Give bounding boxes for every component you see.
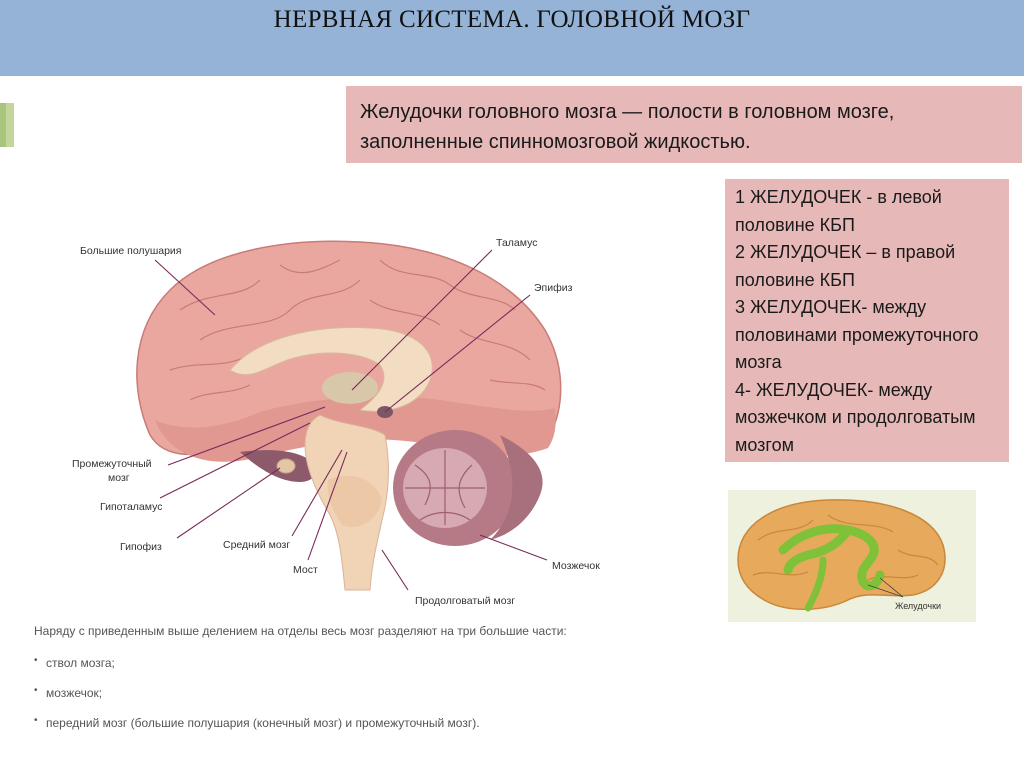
brain-diagram: Большие полушария Таламус Эпифиз Промежу…: [60, 220, 640, 620]
label-cerebellum: Мозжечок: [552, 560, 600, 572]
label-pons: Мост: [293, 564, 318, 576]
cerebellum-shape: [393, 430, 517, 546]
label-hypothalamus: Гипоталамус: [100, 501, 162, 513]
list-item: передний мозг (большие полушария (конечн…: [34, 716, 734, 730]
definition-text: Желудочки головного мозга — полости в го…: [360, 101, 894, 153]
bottom-text: Наряду с приведенным выше делением на от…: [34, 624, 734, 746]
accent-bar: [0, 103, 14, 147]
label-diencephalon: Промежуточный: [72, 458, 152, 470]
brain-parts-list: ствол мозга; мозжечок; передний мозг (бо…: [34, 656, 734, 730]
ventricle-item-4: 4- ЖЕЛУДОЧЕК- между мозжечком и продолго…: [735, 377, 999, 460]
label-hypophysis: Гипофиз: [120, 541, 162, 553]
slide-header: НЕРВНАЯ СИСТЕМА. ГОЛОВНОЙ МОЗГ: [0, 0, 1024, 76]
label-thalamus: Таламус: [496, 237, 537, 249]
list-item: мозжечок;: [34, 686, 734, 700]
label-medulla: Продолговатый мозг: [415, 595, 515, 607]
thalamus-shape: [322, 372, 378, 404]
bottom-intro: Наряду с приведенным выше делением на от…: [34, 624, 734, 638]
label-diencephalon-2: мозг: [108, 472, 130, 484]
label-midbrain: Средний мозг: [223, 539, 290, 551]
hypophysis-shape: [277, 459, 295, 473]
ventricle-item-3: 3 ЖЕЛУДОЧЕК- между половинами промежуточ…: [735, 294, 999, 377]
slide-title: НЕРВНАЯ СИСТЕМА. ГОЛОВНОЙ МОЗГ: [0, 6, 1024, 34]
ventricle-item-2: 2 ЖЕЛУДОЧЕК – в правой половине КБП: [735, 239, 999, 294]
list-item: ствол мозга;: [34, 656, 734, 670]
label-hemispheres: Большие полушария: [80, 245, 181, 257]
definition-box: Желудочки головного мозга — полости в го…: [346, 86, 1022, 163]
label-epiphysis: Эпифиз: [534, 282, 573, 294]
ventricles-image-label: Желудочки: [895, 601, 941, 611]
ventricles-box: 1 ЖЕЛУДОЧЕК - в левой половине КБП 2 ЖЕЛ…: [725, 179, 1009, 462]
ventricle-item-1: 1 ЖЕЛУДОЧЕК - в левой половине КБП: [735, 184, 999, 239]
